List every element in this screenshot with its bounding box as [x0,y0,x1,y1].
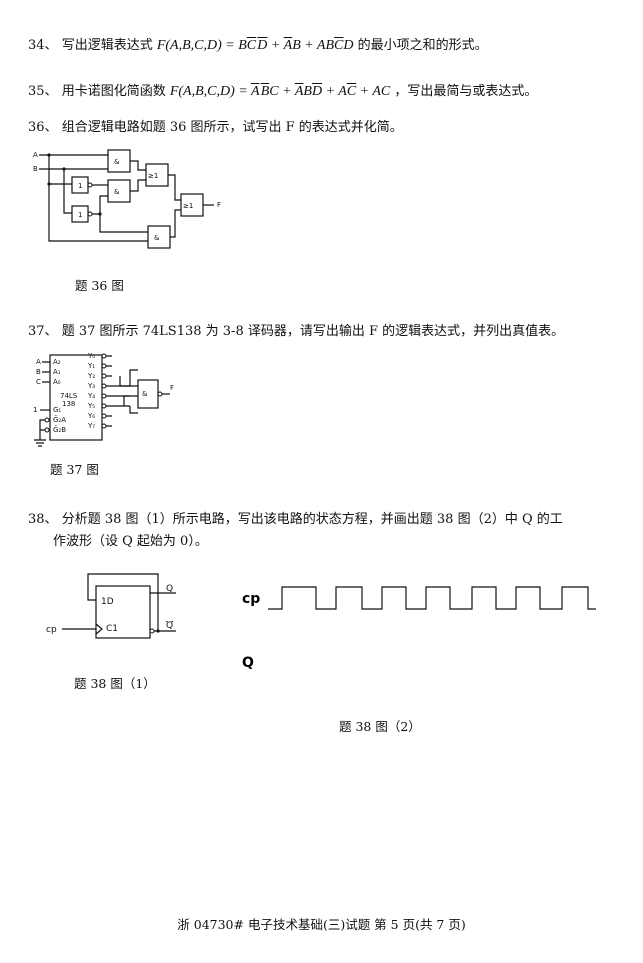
figure-38-1-caption: 题 38 图（1） [74,676,156,691]
question-35: 35、 用卡诺图化简函数 F(A,B,C,D) = A BC + ABD + A… [28,82,537,102]
fig38-cp-waveform [268,586,596,610]
svg-text:A₁: A₁ [53,368,61,376]
question-37-number: 37、 [28,324,58,339]
fig37-input-b: B [36,368,41,376]
fig37-output-f: F [170,384,174,392]
svg-text:&: & [114,158,120,166]
fig37-chip-label-1: 74LS [60,392,78,400]
fig38-q-label: Q [166,584,173,594]
figure-36-caption: 题 36 图 [75,278,124,293]
fig37-input-a: A [36,358,41,366]
fig38-wave-q-label: Q [242,655,254,671]
svg-text:A₀: A₀ [53,378,61,386]
fig37-chip-label-2: 138 [62,400,75,408]
question-36: 36、 组合逻辑电路如题 36 图所示，试写出 F 的表达式并化简。 [28,118,403,138]
fig36-output-f: F [217,201,221,209]
figure-38-2-caption: 题 38 图（2） [339,719,421,734]
question-37-text: 题 37 图所示 74LS138 为 3-8 译码器，请写出输出 F 的逻辑表达… [61,324,565,339]
svg-text:Ḡ₂B: Ḡ₂B [53,425,66,434]
svg-text:1: 1 [78,182,82,190]
svg-text:G₁: G₁ [53,406,61,414]
svg-text:Y₃: Y₃ [87,382,95,390]
fig36-input-a: A [33,151,38,159]
fig38-qbar-label: Q [166,621,173,631]
question-38-number: 38、 [28,512,58,527]
question-37: 37、 题 37 图所示 74LS138 为 3-8 译码器，请写出输出 F 的… [28,322,564,342]
fig37-input-1: 1 [33,406,37,414]
question-34-suffix: 的最小项之和的形式。 [357,38,488,53]
fig36-input-b: B [33,165,38,173]
svg-text:&: & [114,188,120,196]
svg-text:Y₀: Y₀ [87,352,95,360]
svg-text:A₂: A₂ [53,358,61,366]
fig38-pin-d: 1D [101,597,114,607]
question-35-formula: F(A,B,C,D) = A BC + ABD + AC + AC [169,84,391,99]
question-35-number: 35、 [28,84,58,99]
fig38-wave-cp-label: cp [242,591,260,607]
fig38-pin-c: C1 [106,624,118,634]
svg-text:Y₄: Y₄ [87,392,95,400]
question-34-formula: F(A,B,C,D) = BC D + AB + ABCD [156,38,354,53]
question-38: 38、 分析题 38 图（1）所示电路，写出该电路的状态方程，并画出题 38 图… [28,510,563,530]
fig38-dff-box [95,585,151,639]
page-footer: 浙 04730# 电子技术基础(三)试题 第 5 页(共 7 页) [177,917,466,932]
svg-text:Y₁: Y₁ [87,362,95,370]
question-34-text: 写出逻辑表达式 [61,38,153,53]
fig37-outputs: Y₀ Y₁ Y₂ Y₃ Y₄ Y₅ Y₆ Y₇ [87,352,138,430]
question-36-text: 组合逻辑电路如题 36 图所示，试写出 F 的表达式并化简。 [61,120,403,135]
figure-37-caption: 题 37 图 [50,462,99,477]
question-38-line1: 分析题 38 图（1）所示电路，写出该电路的状态方程，并画出题 38 图（2）中… [61,512,563,527]
fig38-clock-label: cp [46,625,57,635]
svg-text:≥1: ≥1 [148,172,158,180]
question-34-number: 34、 [28,38,58,53]
svg-text:Y₅: Y₅ [87,402,95,410]
question-35-suffix: ，写出最简与或表达式。 [394,84,538,99]
fig37-input-c: C [36,378,41,386]
svg-text:≥1: ≥1 [183,202,193,210]
svg-text:Y₂: Y₂ [87,372,95,380]
svg-text:Y₇: Y₇ [87,422,95,430]
question-35-text: 用卡诺图化简函数 [61,84,166,99]
question-34: 34、 写出逻辑表达式 F(A,B,C,D) = BC D + AB + ABC… [28,36,488,56]
question-38-line2: 作波形（设 Q 起始为 0）。 [53,534,208,549]
question-38-continuation: 作波形（设 Q 起始为 0）。 [53,532,208,552]
svg-text:Ḡ₂A: Ḡ₂A [53,415,66,424]
fig37-gate-label: & [142,390,148,398]
svg-text:&: & [154,234,160,242]
fig37-decoder-chip [49,354,103,441]
svg-text:Y₆: Y₆ [87,412,95,420]
question-36-number: 36、 [28,120,58,135]
svg-text:1: 1 [78,211,82,219]
